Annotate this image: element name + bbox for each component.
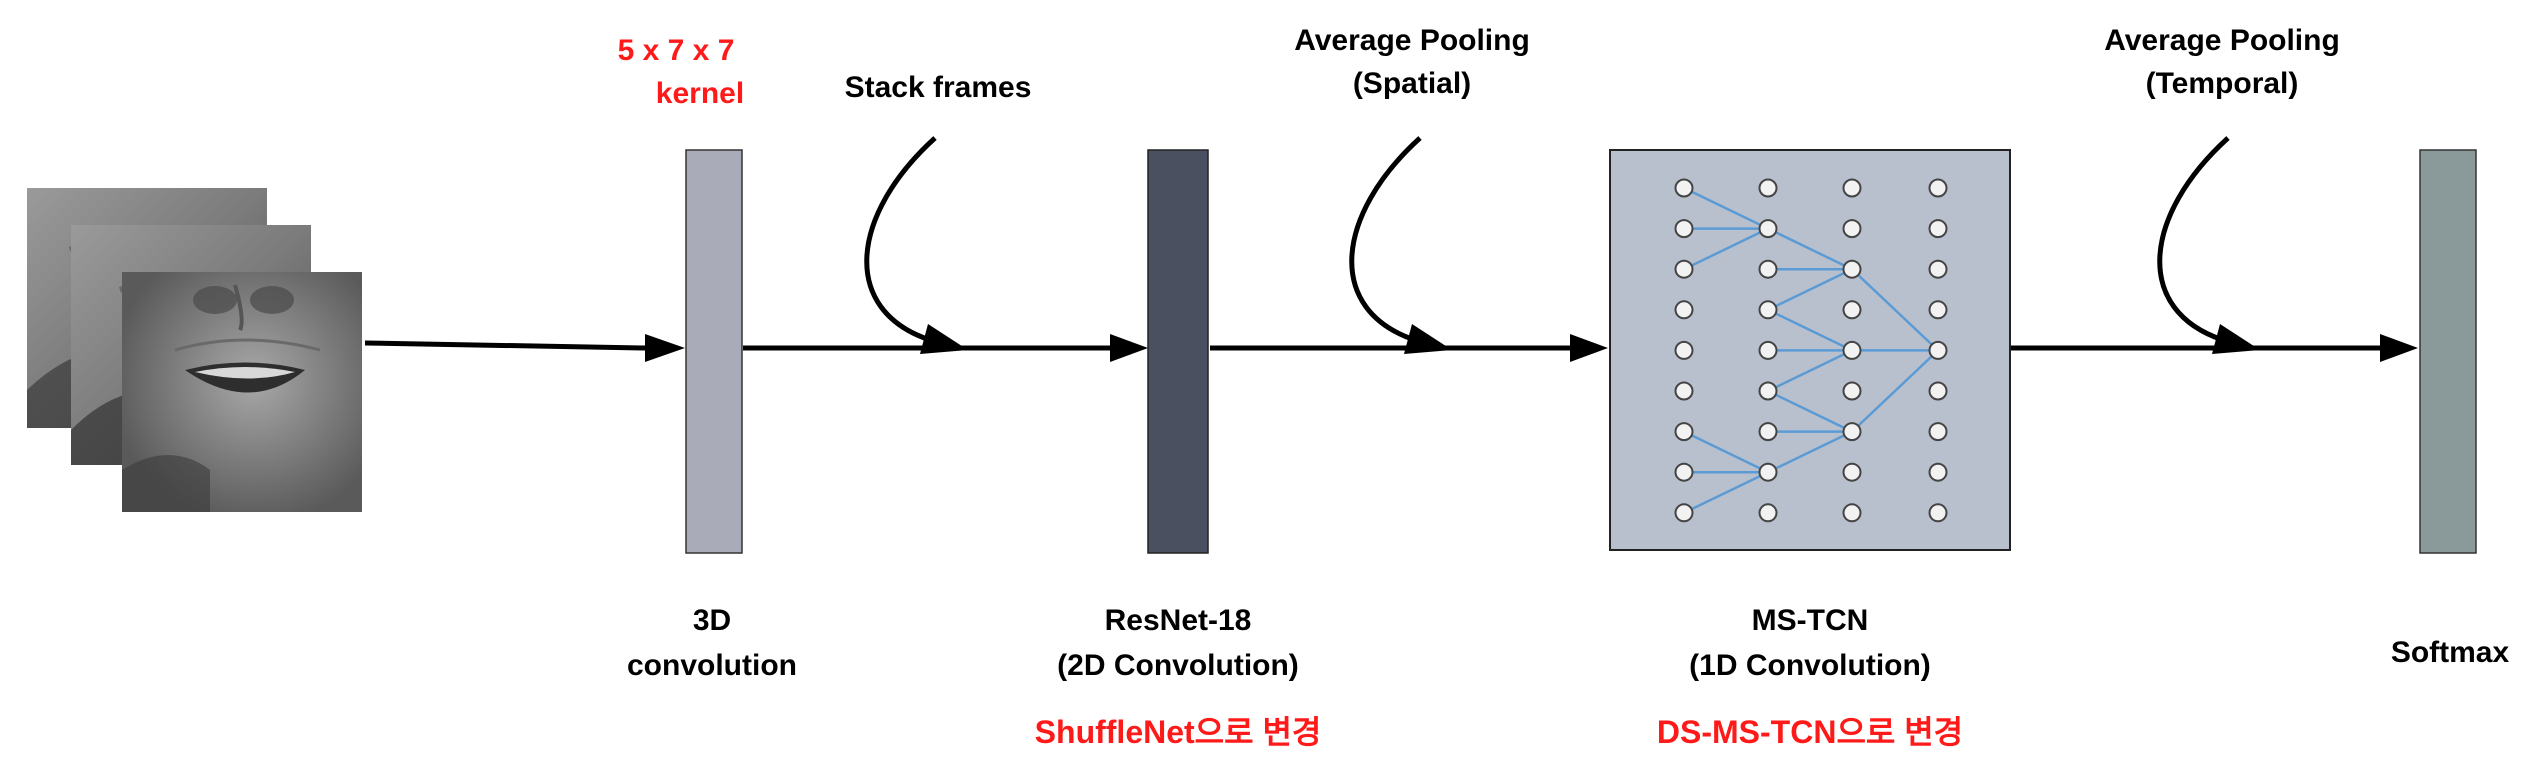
tcn-node — [1674, 503, 1694, 523]
labels: 5 x 7 x 7 kernel Stack frames Average Po… — [618, 24, 2510, 750]
tcn-node — [1842, 219, 1862, 239]
tcn-edge — [1767, 227, 1853, 271]
softmax-block — [2419, 149, 2477, 554]
tcn-node — [1842, 381, 1862, 401]
kernel-annotation-line2: kernel — [656, 77, 744, 110]
avgpool-temporal-label-line1: Average Pooling — [2104, 24, 2340, 57]
arrow-resnet-to-mstcn — [1210, 334, 1608, 362]
tcn-node — [1758, 219, 1778, 239]
kernel-annotation-line1: 5 x 7 x 7 — [618, 34, 735, 67]
tcn-node — [1928, 381, 1948, 401]
tcn-node — [1758, 462, 1778, 482]
tcn-edge — [1851, 268, 1939, 352]
tcn-node — [1928, 422, 1948, 442]
tcn-node — [1928, 503, 1948, 523]
curved-arrows — [864, 136, 2260, 354]
conv3d-block — [685, 149, 743, 554]
stack-frames-label: Stack frames — [845, 71, 1032, 104]
avgpool-temporal-arrow — [2157, 136, 2260, 354]
tcn-node — [1758, 300, 1778, 320]
tcn-node — [1758, 422, 1778, 442]
tcn-node — [1674, 340, 1694, 360]
resnet-block — [1147, 149, 1209, 554]
tcn-node — [1928, 259, 1948, 279]
tcn-nodes — [1674, 178, 1948, 523]
tcn-node — [1674, 178, 1694, 198]
resnet-label-line1: ResNet-18 — [1105, 604, 1252, 637]
tcn-edge — [1683, 227, 1769, 271]
resnet-label-line2: (2D Convolution) — [1057, 649, 1299, 682]
tcn-node — [1842, 259, 1862, 279]
tcn-node — [1842, 503, 1862, 523]
tcn-node — [1928, 300, 1948, 320]
avgpool-spatial-label-line2: (Spatial) — [1353, 67, 1471, 100]
tcn-edge — [1683, 186, 1769, 230]
tcn-node — [1674, 462, 1694, 482]
tcn-node — [1842, 422, 1862, 442]
tcn-node — [1758, 503, 1778, 523]
mstcn-change-note: DS-MS-TCN으로 변경 — [1657, 714, 1963, 750]
tcn-edge — [1767, 268, 1853, 311]
tcn-node — [1928, 178, 1948, 198]
mstcn-label-line1: MS-TCN — [1752, 604, 1869, 637]
softmax-label: Softmax — [2391, 636, 2510, 669]
tcn-node — [1928, 340, 1948, 360]
tcn-node — [1674, 422, 1694, 442]
conv3d-label-line1: 3D — [693, 604, 731, 637]
tcn-edge — [1851, 349, 1939, 433]
tcn-node — [1758, 340, 1778, 360]
tcn-node — [1928, 219, 1948, 239]
stack-frames-arrow — [864, 136, 968, 354]
tcn-edge — [1767, 349, 1853, 393]
mstcn-label-line2: (1D Convolution) — [1689, 649, 1931, 682]
tcn-node — [1674, 300, 1694, 320]
tcn-node — [1842, 178, 1862, 198]
resnet-change-note: ShuffleNet으로 변경 — [1035, 714, 1322, 750]
tcn-node — [1758, 381, 1778, 401]
arrow-mstcn-to-softmax — [2010, 334, 2418, 362]
tcn-node — [1758, 178, 1778, 198]
flow-arrows — [364, 334, 2418, 362]
tcn-edge — [1767, 389, 1853, 433]
tcn-node — [1842, 300, 1862, 320]
avgpool-spatial-label-line1: Average Pooling — [1294, 24, 1530, 57]
arrow-input-to-conv3d — [364, 334, 685, 362]
tcn-node — [1674, 381, 1694, 401]
avgpool-temporal-label-line2: (Temporal) — [2146, 67, 2299, 100]
conv3d-label-line2: convolution — [627, 649, 797, 682]
tcn-node — [1758, 259, 1778, 279]
tcn-edge — [1683, 471, 1769, 514]
avgpool-spatial-arrow — [1349, 136, 1452, 354]
tcn-node — [1842, 462, 1862, 482]
tcn-edge — [1683, 430, 1769, 474]
tcn-edge — [1767, 308, 1853, 352]
tcn-node — [1842, 340, 1862, 360]
tcn-node — [1674, 259, 1694, 279]
tcn-edge — [1767, 430, 1853, 474]
tcn-edges — [1683, 186, 1939, 514]
tcn-node — [1928, 462, 1948, 482]
face-frame-front — [122, 272, 362, 512]
tcn-node — [1674, 219, 1694, 239]
input-face-frames — [27, 188, 362, 512]
